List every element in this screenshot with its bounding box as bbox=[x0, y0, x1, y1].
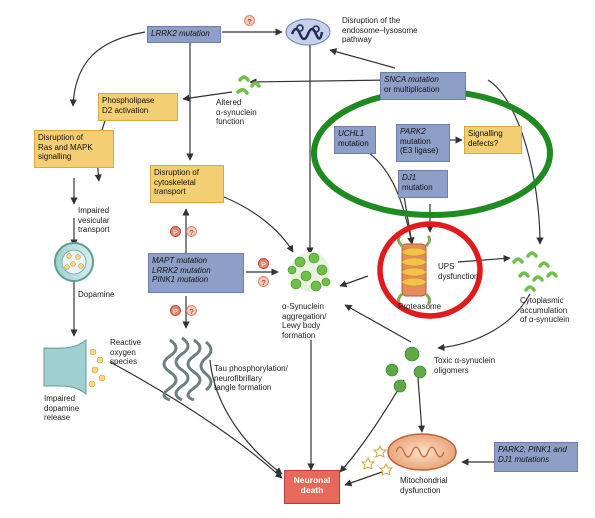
park2-mutation-box: PARK2 mutation (E3 ligase) bbox=[396, 124, 450, 162]
ups-dysfunction-label: UPS dysfunction bbox=[438, 262, 479, 281]
question-marker-top: ? bbox=[244, 15, 255, 26]
snca-box-line1: SNCA mutation bbox=[384, 75, 439, 84]
lewy-body-aggregate-icon bbox=[287, 252, 331, 292]
phospho-marker-up: P bbox=[170, 226, 181, 237]
park2-line3: (E3 ligase) bbox=[400, 146, 439, 155]
question-marker-right: ? bbox=[258, 276, 269, 287]
ras-line2: Ras and MAPK bbox=[38, 142, 93, 152]
cyto-line1: Disruption of bbox=[154, 168, 199, 177]
mapt-line3: PINK1 mutation bbox=[152, 275, 209, 284]
park2-line1: PARK2 bbox=[400, 127, 426, 136]
lrrk2-mutation-box: LRRK2 mutation bbox=[147, 26, 221, 43]
dj1-line2: mutation bbox=[402, 182, 433, 192]
aggregation-label: α-Synuclein aggregation/ Lewy body forma… bbox=[282, 302, 327, 340]
park2pink-line2: DJ1 mutations bbox=[498, 454, 550, 464]
proteasome-label: Proteasome bbox=[398, 302, 442, 311]
altered-synuclein-label: Altered α-synuclein function bbox=[216, 98, 257, 126]
phospho-marker-right: P bbox=[258, 258, 269, 269]
cyto-line2: cytoskeletal bbox=[154, 177, 196, 187]
ras-line3: signalling bbox=[38, 152, 72, 161]
snca-box-line2: or multiplication bbox=[384, 84, 440, 94]
endosome-lysosome-icon bbox=[285, 18, 331, 46]
synapse-terminal-icon bbox=[43, 338, 106, 396]
cyto-line3: transport bbox=[154, 187, 186, 196]
vesicle-dopamine-icon bbox=[54, 242, 94, 282]
neuronal-death-box: Neuronal death bbox=[284, 470, 340, 504]
uchl1-line1: UCHL1 bbox=[338, 129, 365, 138]
toxic-oligomers-label: Toxic α-synuclein oligomers bbox=[434, 356, 496, 375]
tau-tangle-icon bbox=[162, 336, 213, 402]
phospho-marker-down: P bbox=[170, 305, 181, 316]
signalling-line1: Signalling bbox=[468, 129, 503, 138]
proteasome-icon bbox=[396, 234, 432, 306]
question-marker-up: ? bbox=[186, 226, 197, 237]
phospholipase-line2: D2 activation bbox=[102, 105, 149, 115]
ras-mapk-box: Disruption of Ras and MAPK signalling bbox=[34, 130, 114, 168]
signalling-line2: defects? bbox=[468, 138, 499, 148]
mapt-line2: LRRK2 mutation bbox=[152, 265, 211, 275]
mapt-line1: MAPT mutation bbox=[152, 256, 208, 265]
snca-mutation-box: SNCA mutation or multiplication bbox=[380, 72, 466, 100]
park2-pink1-dj1-box: PARK2, PINK1 and DJ1 mutations bbox=[494, 442, 578, 472]
mitochondrial-label: Mitochondrial dysfunction bbox=[400, 476, 448, 495]
cytoplasmic-label: Cytoplasmic accumulation of α-synuclein bbox=[520, 296, 570, 324]
impaired-vesicular-label: Impaired vesicular transport bbox=[78, 206, 110, 234]
impaired-dopamine-label: Impaired dopamine release bbox=[44, 394, 80, 422]
dj1-mutation-box: DJ1 mutation bbox=[398, 170, 448, 198]
question-marker-down: ? bbox=[186, 305, 197, 316]
phospholipase-line1: Phospholipase bbox=[102, 96, 155, 105]
cytoplasmic-synuclein-icon bbox=[512, 251, 558, 292]
mapt-lrrk2-pink1-box: MAPT mutation LRRK2 mutation PINK1 mutat… bbox=[148, 253, 244, 293]
uchl1-line2: mutation bbox=[338, 138, 369, 148]
alpha-synuclein-monomer-icon bbox=[236, 75, 261, 95]
dopamine-label: Dopamine bbox=[78, 290, 115, 299]
uchl1-mutation-box: UCHL1 mutation bbox=[334, 126, 376, 154]
ros-stars-icon bbox=[360, 444, 394, 476]
park2-line2: mutation bbox=[400, 136, 431, 146]
dj1-line1: DJ1 bbox=[402, 173, 417, 182]
signalling-defects-box: Signalling defects? bbox=[464, 126, 522, 154]
red-highlight-circle bbox=[377, 221, 483, 319]
ras-line1: Disruption of bbox=[38, 133, 83, 142]
neuronal-line2: death bbox=[300, 485, 324, 495]
park2pink-line1: PARK2, PINK1 and bbox=[498, 445, 567, 454]
toxic-oligomer-icon bbox=[385, 346, 427, 393]
ros-label: Reactive oxygen species bbox=[110, 338, 142, 366]
mitochondrion-icon bbox=[387, 433, 457, 471]
cytoskeletal-transport-box: Disruption of cytoskeletal transport bbox=[150, 165, 224, 203]
endosome-label: Disruption of the endosome–lysosome path… bbox=[342, 16, 418, 44]
neuronal-line1: Neuronal bbox=[293, 475, 331, 485]
tau-label: Tau phosphorylation/ neurofibrillary tan… bbox=[214, 364, 288, 392]
phospholipase-box: Phospholipase D2 activation bbox=[98, 93, 178, 121]
